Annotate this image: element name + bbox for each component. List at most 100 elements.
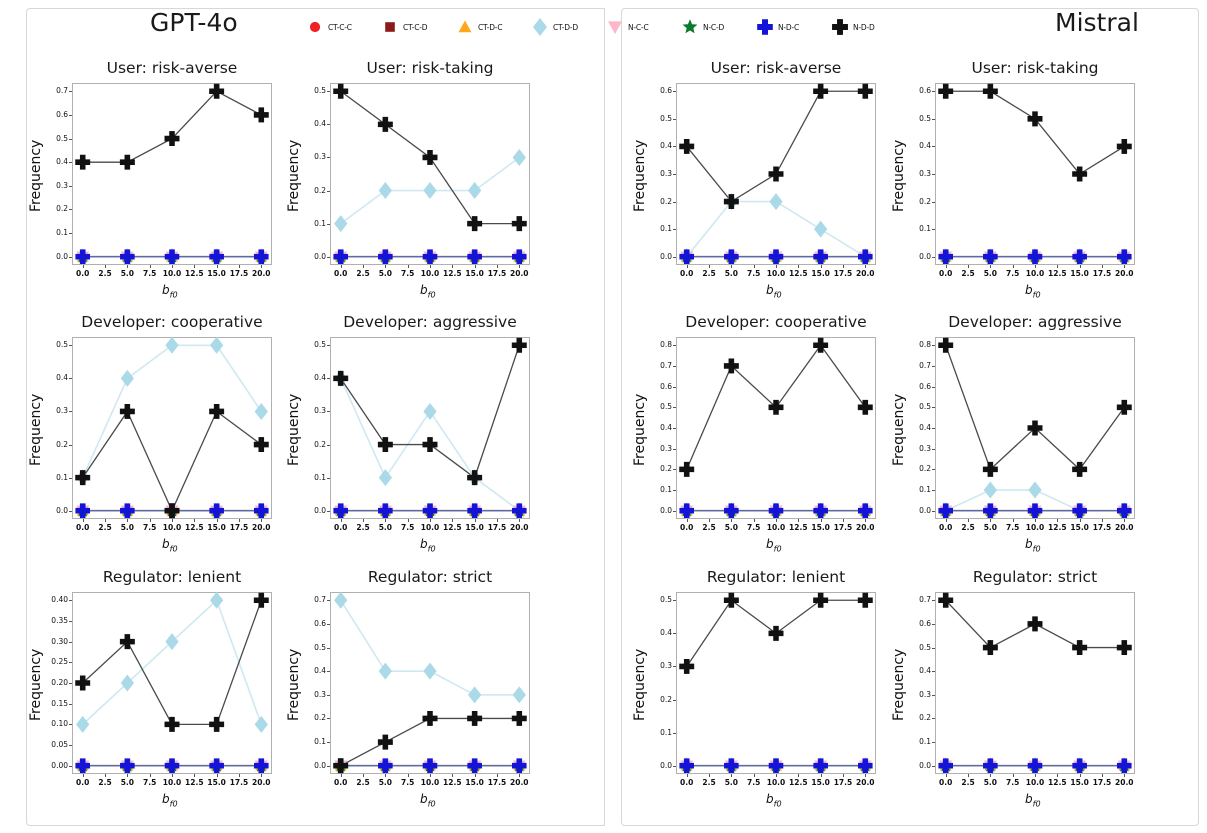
x-tick-mark — [261, 265, 263, 268]
y-tick-mark — [932, 118, 935, 120]
y-tick-mark — [69, 600, 72, 602]
x-tick-label: 7.5 — [1006, 269, 1020, 278]
data-point-ct-d-d — [334, 215, 348, 233]
data-point-n-d-d — [467, 710, 483, 726]
data-point-n-d-c — [813, 758, 828, 774]
x-tick-label: 7.5 — [1006, 778, 1020, 787]
x-tick-mark — [363, 265, 365, 268]
x-tick-mark — [149, 265, 151, 268]
subplot-title: Developer: aggressive — [948, 313, 1122, 331]
subplot-title: User: risk-averse — [106, 59, 238, 77]
x-tick-mark — [945, 265, 947, 268]
y-tick-mark — [932, 600, 935, 602]
y-tick-mark — [932, 428, 935, 429]
y-tick-label: 0.6 — [660, 86, 672, 96]
x-tick-mark — [1124, 519, 1126, 522]
x-tick-mark — [127, 519, 129, 522]
data-point-n-d-d — [768, 625, 784, 641]
data-point-n-d-c — [422, 249, 438, 265]
x-tick-mark — [1101, 519, 1103, 522]
y-tick-label: 0.7 — [919, 595, 931, 605]
x-tick-mark — [385, 774, 387, 777]
data-point-ct-d-d — [512, 686, 526, 704]
x-tick-label: 15.0 — [1070, 778, 1089, 787]
x-tick-mark — [261, 519, 263, 522]
data-point-ct-d-d — [334, 591, 348, 609]
x-tick-label: 2.5 — [98, 523, 112, 532]
y-tick-label: 0.0 — [660, 760, 672, 770]
y-tick-mark — [673, 174, 676, 175]
x-tick-label: 10.0 — [1025, 778, 1045, 787]
x-tick-mark — [709, 774, 711, 777]
y-tick-mark — [673, 91, 676, 93]
series-layer — [75, 83, 269, 266]
data-point-n-d-c — [467, 758, 482, 774]
x-tick-mark — [474, 519, 476, 522]
data-point-n-d-d — [333, 758, 349, 774]
x-tick-label: 0.0 — [334, 269, 348, 278]
x-axis-label: bf0 — [1025, 537, 1041, 554]
data-point-ct-d-d — [210, 336, 224, 354]
y-tick-mark — [327, 444, 330, 446]
y-tick-label: 0.2 — [660, 694, 672, 704]
series-layer — [938, 337, 1132, 520]
series-layer — [938, 83, 1132, 266]
data-point-n-d-c — [253, 249, 269, 265]
panel-title-mistral: Mistral — [1055, 8, 1139, 37]
series-layer — [679, 337, 873, 520]
x-tick-mark — [385, 519, 387, 522]
x-tick-mark — [105, 519, 107, 522]
data-point-n-d-c — [511, 758, 527, 774]
y-tick-mark — [673, 469, 676, 471]
data-point-n-d-c — [724, 249, 739, 265]
y-tick-mark — [932, 407, 935, 409]
y-tick-mark — [69, 724, 72, 726]
x-tick-label: 17.5 — [1092, 778, 1112, 787]
data-point-n-d-c — [857, 758, 873, 774]
x-tick-mark — [865, 774, 867, 777]
x-tick-mark — [496, 265, 498, 268]
data-point-n-d-c — [768, 503, 784, 519]
data-point-n-d-d — [1116, 138, 1132, 154]
subplot-title: Developer: cooperative — [685, 313, 867, 331]
x-tick-label: 10.0 — [162, 778, 182, 787]
x-tick-mark — [820, 774, 822, 777]
data-point-n-d-d — [938, 337, 954, 353]
y-tick-label: 0.6 — [919, 86, 931, 96]
x-tick-mark — [407, 774, 409, 777]
x-tick-label: 10.0 — [1025, 269, 1045, 278]
data-point-n-d-c — [1072, 249, 1087, 265]
x-tick-label: 2.5 — [702, 269, 716, 278]
x-tick-mark — [82, 265, 84, 268]
y-tick-label: 0.4 — [919, 141, 931, 151]
y-tick-mark — [69, 233, 72, 235]
y-tick-mark — [932, 448, 935, 450]
y-tick-label: 0.0 — [919, 251, 931, 261]
x-tick-mark — [363, 774, 365, 777]
subplot-title: User: risk-taking — [366, 59, 494, 77]
x-tick-label: 12.5 — [789, 269, 808, 278]
y-tick-mark — [69, 185, 72, 187]
x-tick-mark — [753, 519, 755, 522]
x-tick-mark — [753, 265, 755, 268]
y-tick-label: 0.2 — [314, 713, 326, 723]
data-point-n-d-d — [422, 149, 438, 165]
y-tick-label: 0.1 — [314, 218, 326, 228]
series-line-n-d-d — [945, 345, 1125, 471]
y-tick-mark — [673, 345, 676, 347]
x-tick-mark — [216, 774, 218, 777]
x-tick-label: 2.5 — [961, 269, 975, 278]
y-tick-mark — [327, 256, 330, 258]
y-tick-label: 0.2 — [314, 439, 326, 449]
x-tick-mark — [194, 774, 196, 777]
y-tick-label: 0.2 — [314, 185, 326, 195]
triangle-down-marker — [606, 18, 624, 36]
data-point-n-d-c — [938, 758, 954, 774]
x-tick-mark — [686, 519, 688, 522]
x-axis-label: bf0 — [420, 537, 436, 554]
legend-item-ct-c-d: CT-C-D — [381, 18, 456, 36]
